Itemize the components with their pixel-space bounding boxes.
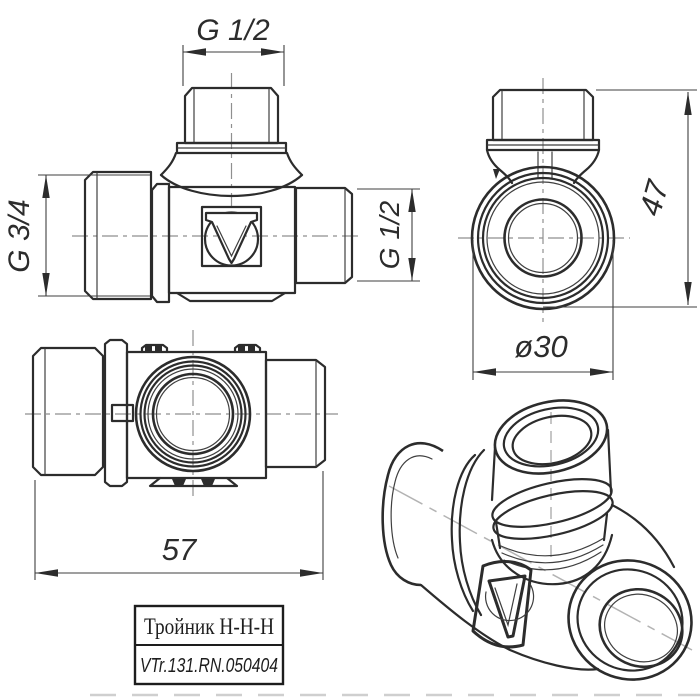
right-thread-outline	[294, 186, 354, 285]
left-thread-outline	[83, 170, 153, 301]
body-dome	[159, 173, 304, 197]
dim-label-left-thread: G 3/4	[3, 199, 36, 272]
top-view-circles	[134, 355, 252, 473]
part-number: VTr.131.RN.050404	[140, 655, 278, 677]
end-view: 47 ø30	[458, 78, 697, 380]
top-view-right-thread	[264, 358, 327, 469]
dim-right-thread: G 1/2	[357, 188, 420, 282]
dim-length: 57	[34, 471, 324, 580]
iso-body-bottom-edge	[419, 583, 600, 671]
title-block: Тройник Н-Н-Н VTr.131.RN.050404	[133, 604, 285, 686]
dim-label-body-diameter: ø30	[514, 329, 567, 364]
isometric-view	[381, 399, 693, 681]
iso-right-pipe	[567, 559, 693, 681]
dim-branch-thread: G 1/2	[182, 14, 285, 86]
dim-body-diameter: ø30	[472, 240, 614, 380]
dim-label-height: 47	[632, 175, 676, 219]
iso-branch	[490, 399, 614, 586]
iso-axis-centerline	[388, 485, 693, 651]
top-view-clips	[140, 343, 262, 354]
dim-label-length: 57	[162, 532, 198, 567]
top-view-left-collar	[103, 338, 129, 488]
dim-left-thread: G 3/4	[3, 174, 150, 297]
top-view-left-thread	[31, 346, 105, 477]
dim-height: 47	[543, 89, 697, 308]
iso-left-pipe	[381, 441, 486, 617]
valtec-logo	[200, 205, 263, 268]
end-view-circles	[470, 165, 616, 311]
iso-valtec-logo	[471, 560, 535, 649]
dim-label-right-thread: G 1/2	[374, 200, 405, 269]
top-view: 57	[25, 330, 338, 580]
iso-branch-body-joint	[490, 533, 614, 586]
top-view-key-tab	[110, 403, 135, 423]
part-name: Тройник Н-Н-Н	[144, 614, 274, 639]
dim-label-branch-thread: G 1/2	[196, 14, 270, 47]
top-view-bottom-detail	[148, 476, 239, 488]
top-view-body	[125, 350, 268, 480]
iso-body-top-edge	[610, 503, 676, 569]
front-view: G 1/2 G 3/4 G 1/2	[3, 14, 420, 304]
left-collar	[150, 182, 171, 304]
